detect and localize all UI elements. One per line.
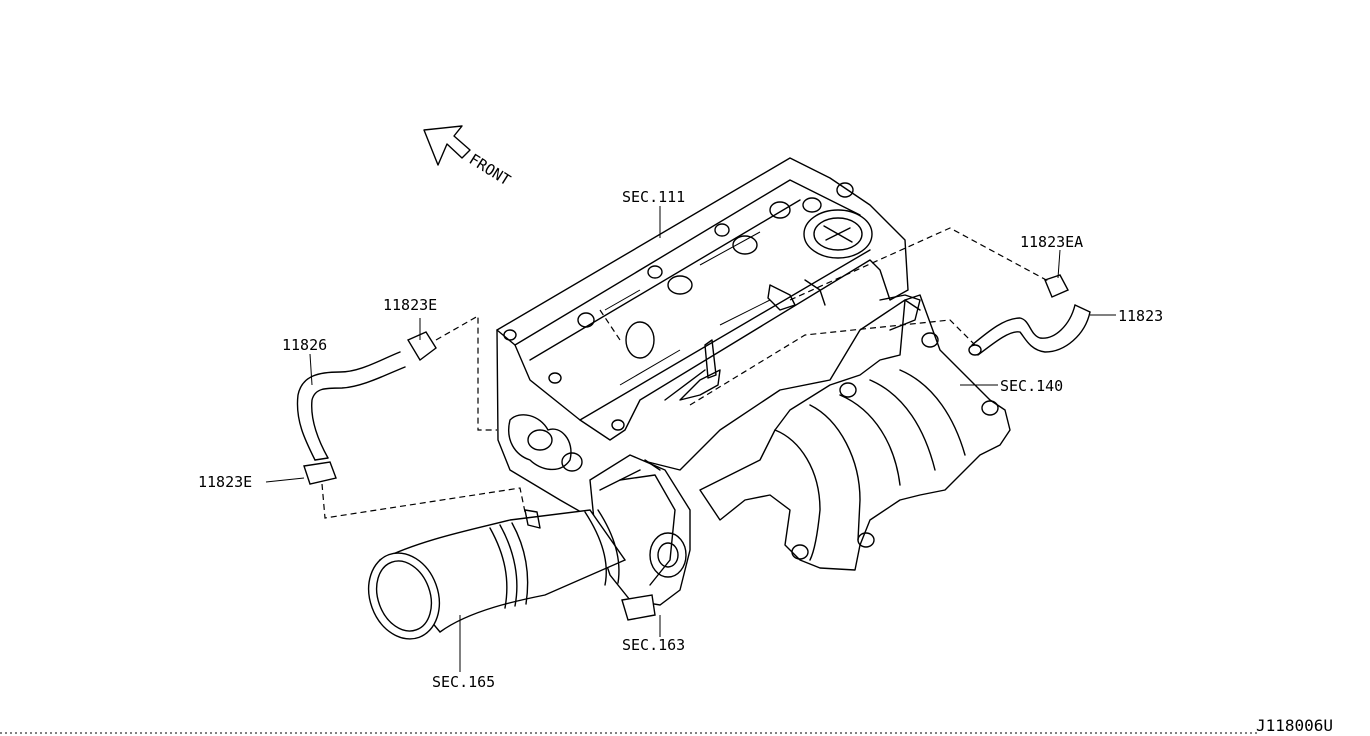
label-sec111: SEC.111 bbox=[622, 188, 685, 206]
connection-lines bbox=[321, 227, 1051, 519]
label-11826: 11826 bbox=[282, 336, 327, 354]
hose-11823 bbox=[968, 274, 1091, 356]
drawing-code: J118006U bbox=[1256, 716, 1333, 735]
air-duct bbox=[367, 509, 627, 640]
hose-11826 bbox=[296, 331, 437, 485]
label-11823e-top: 11823E bbox=[383, 296, 437, 314]
label-11823: 11823 bbox=[1118, 307, 1163, 325]
label-sec140: SEC.140 bbox=[1000, 377, 1063, 395]
front-label: FRONT bbox=[466, 150, 514, 189]
leader-lines bbox=[265, 206, 1116, 672]
cylinder-head bbox=[496, 299, 921, 521]
label-11823ea: 11823EA bbox=[1020, 233, 1083, 251]
label-sec165: SEC.165 bbox=[432, 673, 495, 691]
label-11823e-bottom: 11823E bbox=[198, 473, 252, 491]
label-sec163: SEC.163 bbox=[622, 636, 685, 654]
front-arrow-icon bbox=[423, 125, 471, 166]
rocker-cover bbox=[496, 157, 909, 441]
intake-manifold bbox=[699, 294, 1011, 571]
